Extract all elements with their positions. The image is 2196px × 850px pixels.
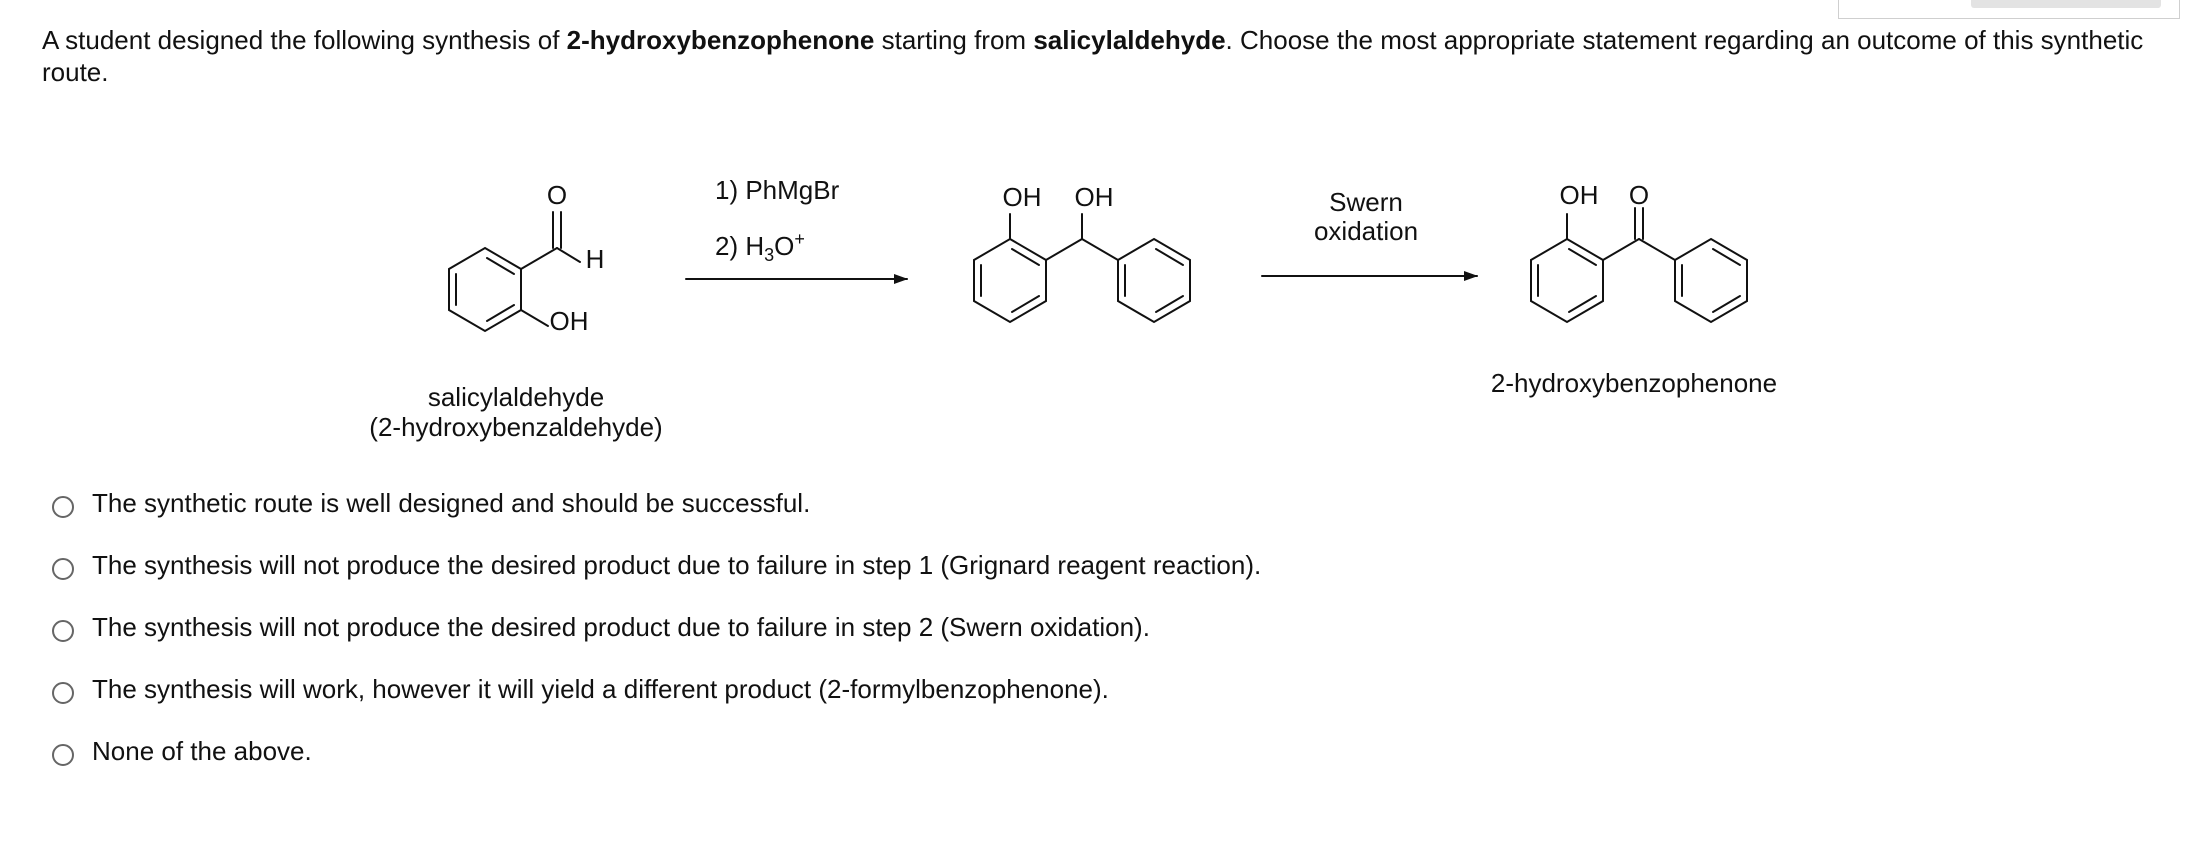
step2-reagent-line1: Swern [1329,187,1403,217]
step1-reagent-line2: 2) H3O+ [715,229,805,265]
radio-button[interactable] [52,744,74,766]
question-part: starting from [874,25,1034,55]
step1-reagent-line1: 1) PhMgBr [715,175,840,205]
product-carbonyl-oxygen-label: O [1629,180,1649,210]
start-name-line2: (2-hydroxybenzaldehyde) [369,412,662,442]
option-label: None of the above. [92,736,312,766]
option-label: The synthetic route is well designed and… [92,488,811,518]
question-part: . Choose the most appropriate statement … [42,25,2144,87]
radio-button[interactable] [52,496,74,518]
salicylaldehyde-structure [448,211,581,333]
option-label: The synthesis will not produce the desir… [92,612,1150,642]
radio-button[interactable] [52,682,74,704]
option-label: The synthesis will work, however it will… [92,674,1109,704]
carbonyl-oxygen-label: O [547,180,567,210]
answer-option[interactable]: The synthesis will work, however it will… [52,658,1261,720]
answer-options: The synthetic route is well designed and… [52,472,1261,782]
hydroxyl-label: OH [550,306,589,336]
diol-intermediate-structure [973,213,1191,324]
question-part: A student designed the following synthes… [42,25,567,55]
question-text: A student designed the following synthes… [42,24,2152,88]
intermediate-phenol-oh-label: OH [1003,182,1042,212]
target-compound-name: 2-hydroxybenzophenone [566,25,875,55]
answer-option[interactable]: None of the above. [52,720,1261,782]
answer-option[interactable]: The synthesis will not produce the desir… [52,534,1261,596]
answer-option[interactable]: The synthetic route is well designed and… [52,472,1261,534]
intermediate-alcohol-oh-label: OH [1075,182,1114,212]
benzophenone-product-structure [1530,207,1748,324]
product-oh-label: OH [1560,180,1599,210]
top-right-panel [1838,0,2180,19]
radio-button[interactable] [52,620,74,642]
product-name: 2-hydroxybenzophenone [1491,368,1777,398]
aldehyde-hydrogen-label: H [586,244,605,274]
answer-option[interactable]: The synthesis will not produce the desir… [52,596,1261,658]
top-right-button[interactable] [1971,0,2161,8]
step2-reagent-line2: oxidation [1314,216,1418,246]
starting-compound-name: salicylaldehyde [1033,25,1226,55]
start-name-line1: salicylaldehyde [428,382,604,412]
radio-button[interactable] [52,558,74,580]
option-label: The synthesis will not produce the desir… [92,550,1262,580]
